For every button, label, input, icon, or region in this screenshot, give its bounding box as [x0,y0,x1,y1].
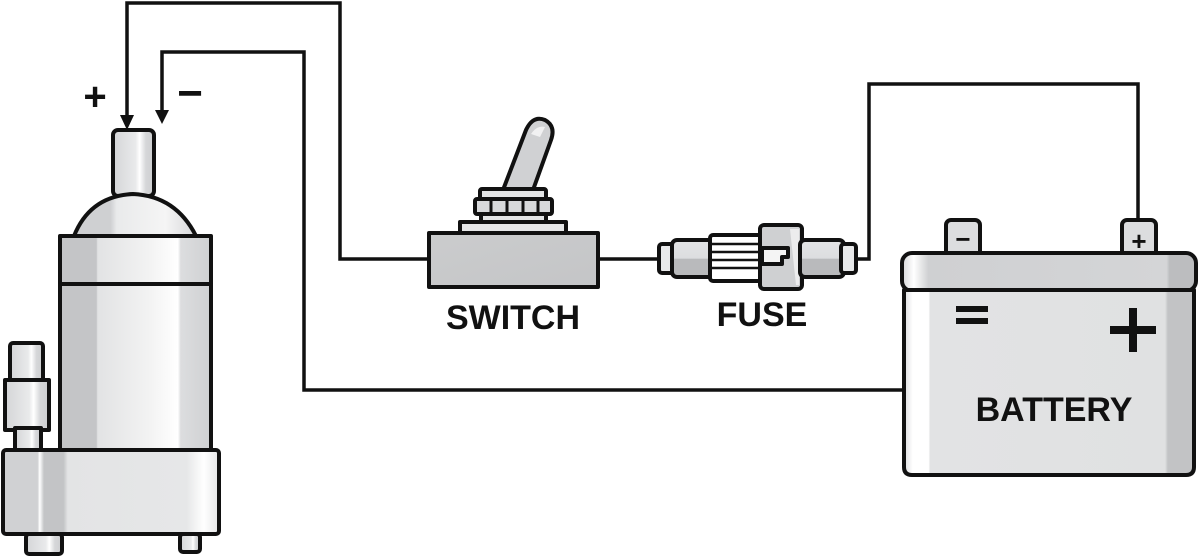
fuse-tab [760,246,790,266]
battery: − + = + BATTERY [900,218,1198,477]
fuse-ribs [712,242,760,270]
switch-knurled-nut [473,197,554,216]
battery-negative-face-symbol [956,306,988,324]
fuse-cap-highlight [790,229,799,285]
switch-nut-ridges [489,199,540,214]
battery-positive-post-label: + [1131,226,1146,256]
wire-battery-negative-to-pump-negative [160,50,905,392]
fuse-ribbed-coupler [708,233,764,283]
switch-body[interactable] [427,231,600,289]
pump-motor-body [58,282,213,456]
switch-lever-highlight [531,126,545,137]
fuse-right-barrel [798,238,846,279]
arrow-head-pump-negative [155,110,169,124]
pump: + − [1,69,221,556]
fuse-right-cap [839,242,858,275]
pump-motor-housing [58,234,213,290]
switch-lever[interactable] [501,116,555,192]
battery-case [902,288,1196,477]
inline-fuse-holder[interactable]: FUSE [657,223,858,334]
pump-outlet-collar [3,378,51,432]
pump-outlet-nozzle [8,341,45,385]
pump-positive-label: + [83,75,106,119]
pump-terminal-post [111,128,156,198]
battery-label: BATTERY [976,391,1133,429]
pump-base [1,448,221,536]
pump-foot-right [178,532,202,554]
pump-dome [72,192,198,238]
wires [120,1,1140,392]
switch-label: SWITCH [446,299,580,337]
wire-fuse-to-battery-positive [855,82,1140,261]
wire-switch-to-pump-positive [125,1,430,261]
arrow-head-pump-positive [120,115,134,130]
battery-positive-face-symbol [1110,308,1156,352]
pump-negative-label: − [177,69,203,118]
toggle-switch[interactable]: SWITCH [427,116,600,337]
battery-lid [900,251,1198,293]
fuse-label: FUSE [717,296,808,334]
pump-foot-left [24,532,64,556]
battery-negative-post-label: − [955,224,970,254]
